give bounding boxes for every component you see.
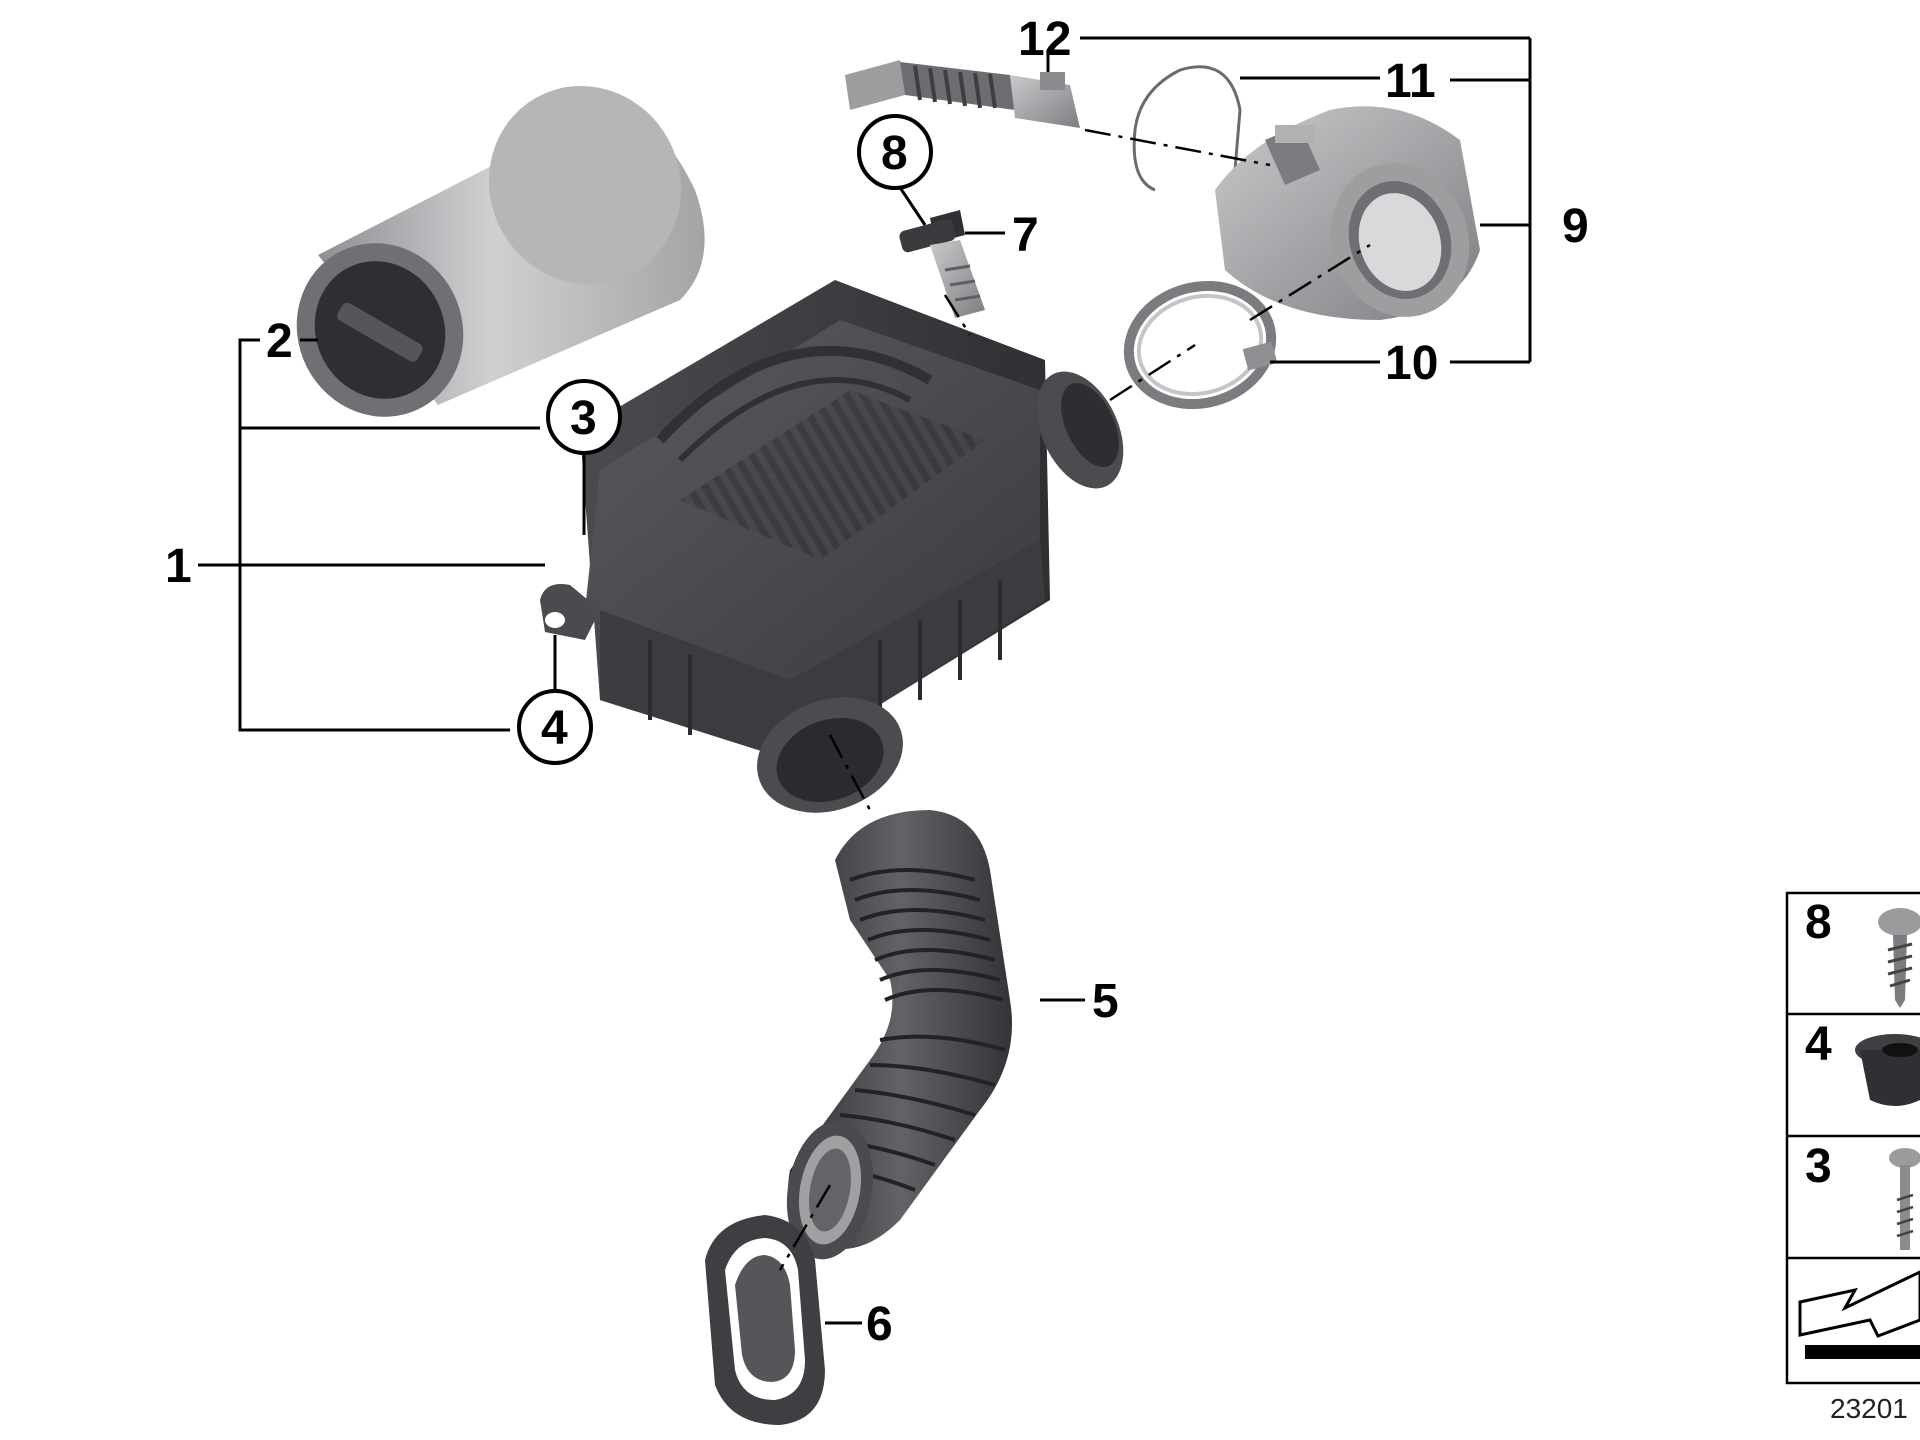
side-legend: 8 4 3: [1785, 891, 1920, 1385]
arrow-symbol-icon: [1798, 1270, 1920, 1359]
callout-labels: 1 2 3 4 5 6 7 8 9 10 11 12: [165, 13, 1589, 1351]
callout-8: 8: [881, 127, 908, 180]
callout-3: 3: [570, 392, 597, 445]
wire-clip-part: [1132, 65, 1242, 192]
legend-label-4: 4: [1805, 1018, 1832, 1071]
diagram-reference-number: 23201: [1830, 1393, 1908, 1424]
callout-9: 9: [1562, 200, 1589, 253]
callout-10: 10: [1385, 337, 1438, 390]
callout-6: 6: [866, 1298, 893, 1351]
callout-5: 5: [1092, 975, 1119, 1028]
callout-7: 7: [1012, 209, 1039, 262]
legend-label-3: 3: [1805, 1140, 1832, 1193]
intake-hose-part: [786, 810, 1012, 1260]
rubber-grommet-icon: [1855, 1034, 1920, 1106]
callout-11: 11: [1385, 55, 1436, 108]
callout-2: 2: [266, 315, 293, 368]
callout-4: 4: [541, 702, 568, 755]
duct-gasket-part: [705, 1215, 825, 1425]
air-filter-cartridge-part: [296, 86, 705, 417]
tapping-screw-icon: [1878, 908, 1920, 1008]
assembly-lines: [778, 128, 1371, 1271]
air-filter-housing-part: [540, 280, 1124, 813]
leader-lines: [198, 36, 1532, 1325]
connector-hose-part: [845, 60, 1080, 128]
legend-label-8: 8: [1805, 896, 1832, 949]
mass-air-flow-housing-part: [1215, 106, 1480, 320]
callout-12: 12: [1018, 13, 1071, 66]
hose-clamp-part: [1123, 280, 1278, 410]
intake-air-sensor-part: [899, 210, 985, 318]
callout-1: 1: [165, 540, 192, 593]
long-screw-icon: [1889, 1148, 1920, 1250]
